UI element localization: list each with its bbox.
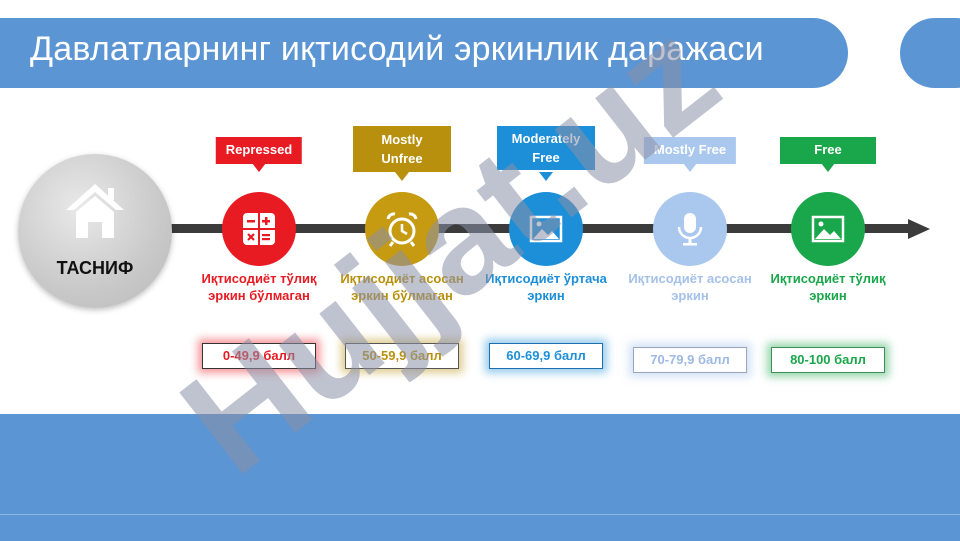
header-bar	[0, 18, 848, 88]
stage-description: Иқтисодиёт ўртача эркин	[485, 271, 607, 303]
stage-description: Иқтисодиёт тўлиқ эркин	[770, 271, 886, 303]
stage-moderately-free: Moderately Free Иқтисодиёт ўртача эркин …	[485, 0, 607, 400]
stage-mostly-free: Mostly Free Иқтисодиёт асосан эркин 70-7…	[628, 0, 752, 400]
callout-tail	[252, 163, 266, 172]
stage-category-label: Repressed	[215, 137, 303, 164]
stage-mostly-unfree: Mostly Unfree Иқтисодиёт асосан эркин бў…	[340, 0, 464, 400]
stage-category-label: Free	[780, 137, 876, 164]
stage-repressed: Repressed Иқтисодиёт тўлиқ эркин бўлмага…	[199, 0, 319, 400]
calculator-icon	[243, 213, 275, 245]
stage-description: Иқтисодиёт асосан эркин	[628, 271, 752, 303]
alarm-clock-icon	[386, 212, 418, 247]
score-box: 60-69,9 балл	[489, 343, 603, 369]
score-box: 80-100 балл	[771, 347, 885, 373]
tasnif-circle: ТАСНИФ	[18, 154, 172, 308]
stage-description: Иқтисодиёт тўлиқ эркин бўлмаган	[201, 271, 317, 303]
footer-strip	[0, 514, 960, 541]
stage-circle	[653, 192, 727, 266]
picture-icon	[529, 215, 563, 243]
microphone-icon	[677, 213, 703, 246]
stage-free: Free Иқтисодиёт тўлиқ эркин 80-100 балл	[768, 0, 888, 400]
score-box: 50-59,9 балл	[345, 343, 459, 369]
stage-circle	[365, 192, 439, 266]
footer-band	[0, 414, 960, 514]
stage-circle	[222, 192, 296, 266]
header-pill-decoration	[900, 18, 960, 88]
callout-tail	[821, 163, 835, 172]
stage-category-label: Mostly Free	[643, 137, 737, 164]
timeline-arrow-icon	[908, 219, 930, 239]
score-box: 0-49,9 балл	[202, 343, 316, 369]
stage-circle	[791, 192, 865, 266]
callout-tail	[683, 163, 697, 172]
callout-tail	[395, 172, 409, 181]
stage-category-label: Mostly Unfree	[353, 126, 451, 172]
score-box: 70-79,9 балл	[633, 347, 747, 373]
callout-tail	[539, 172, 553, 181]
stage-circle	[509, 192, 583, 266]
picture-icon	[811, 215, 845, 243]
house-icon	[66, 184, 124, 238]
stage-description: Иқтисодиёт асосан эркин бўлмаган	[340, 271, 464, 303]
page-title: Давлатларнинг иқтисодий эркинлик даражас…	[30, 30, 764, 68]
stage-category-label: Moderately Free	[497, 126, 595, 170]
tasnif-label: ТАСНИФ	[56, 258, 134, 278]
